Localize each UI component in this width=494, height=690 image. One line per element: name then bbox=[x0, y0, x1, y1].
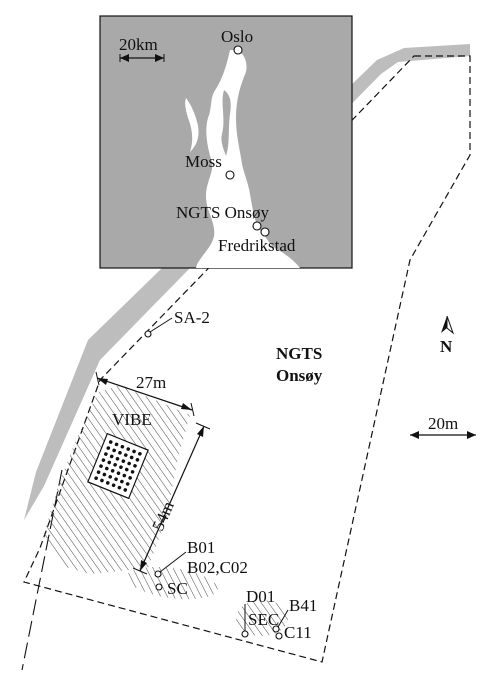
borehole-sa2 bbox=[144, 317, 173, 338]
inset-bay-left bbox=[185, 98, 199, 152]
vibe-test-point bbox=[138, 452, 142, 456]
borehole-label-b01: B01 bbox=[187, 538, 215, 557]
inset-scale-label: 20km bbox=[119, 35, 158, 54]
vibe-test-point bbox=[109, 454, 114, 459]
vibe-test-point bbox=[107, 460, 112, 465]
vibe-test-point bbox=[127, 461, 131, 466]
vibe-test-point bbox=[104, 452, 108, 456]
vibe-test-point bbox=[114, 442, 119, 447]
length-dimension bbox=[132, 422, 211, 575]
inset-fjord-water bbox=[196, 50, 300, 268]
inset-label-fredrikstad: Fredrikstad bbox=[218, 236, 296, 255]
vibe-dot-grid bbox=[87, 432, 149, 500]
site-title-line2: Onsøy bbox=[276, 366, 323, 385]
vibe-test-point bbox=[135, 458, 140, 462]
vibe-test-point bbox=[132, 449, 136, 454]
vibe-test-point bbox=[94, 476, 98, 480]
vibe-test-point bbox=[126, 447, 131, 451]
vibe-test-point bbox=[108, 440, 113, 444]
site-scale-label: 20m bbox=[428, 414, 458, 433]
borehole-label-sec: SEC bbox=[248, 610, 279, 629]
vibe-test-point bbox=[121, 459, 126, 463]
vibe-test-point bbox=[118, 450, 122, 455]
vibe-test-point bbox=[106, 446, 111, 450]
vibe-test-point bbox=[130, 470, 135, 474]
vibe-test-point bbox=[114, 477, 118, 482]
vibe-test-point bbox=[99, 464, 103, 468]
borehole-label-b02c02: B02,C02 bbox=[187, 558, 248, 577]
vibe-test-point bbox=[115, 456, 120, 461]
vibe-test-point bbox=[96, 470, 101, 474]
borehole-b41 bbox=[272, 609, 289, 633]
borehole-label-b41: B41 bbox=[289, 596, 317, 615]
vibe-test-point bbox=[122, 473, 127, 478]
vibe-test-point bbox=[129, 455, 134, 460]
sc-hatched-zone bbox=[126, 566, 218, 600]
borehole-d01 bbox=[241, 604, 249, 638]
borehole-c11 bbox=[275, 632, 283, 640]
vibe-test-point bbox=[105, 466, 109, 471]
site-title-line1: NGTS bbox=[276, 344, 322, 363]
vibe-test-point bbox=[133, 464, 137, 468]
vibe-test-point bbox=[110, 469, 115, 473]
vibe-test-point bbox=[113, 463, 117, 467]
vibe-test-point bbox=[123, 453, 128, 457]
vibe-test-point bbox=[101, 458, 106, 462]
vibe-test-point bbox=[108, 475, 113, 479]
vibe-test-point bbox=[111, 483, 116, 488]
width-dimension bbox=[95, 371, 195, 417]
borehole-label-d01: D01 bbox=[246, 587, 275, 606]
borehole-label-sc: SC bbox=[167, 579, 188, 598]
vibe-test-point bbox=[116, 471, 121, 476]
inset-inner-fjord bbox=[221, 90, 231, 156]
inset-map bbox=[99, 15, 353, 269]
width-dimension-label: 27m bbox=[136, 373, 166, 392]
vibe-test-point bbox=[128, 476, 132, 480]
vibe-test-point bbox=[100, 478, 104, 483]
borehole-label-sa2: SA-2 bbox=[174, 308, 210, 327]
vibe-test-point bbox=[120, 479, 124, 484]
borehole-b01 bbox=[154, 551, 187, 578]
inset-label-oslo: Oslo bbox=[221, 27, 253, 46]
vibe-test-point bbox=[125, 482, 130, 486]
vibe-test-point bbox=[105, 481, 110, 485]
north-label: N bbox=[440, 337, 453, 356]
site-scale-bar bbox=[410, 431, 476, 439]
vibe-test-point bbox=[124, 467, 129, 472]
north-arrow-icon bbox=[441, 315, 455, 335]
borehole-label-c11: C11 bbox=[284, 623, 312, 642]
vibe-test-point bbox=[119, 465, 123, 469]
inset-label-moss: Moss bbox=[185, 152, 222, 171]
inset-label-ngts-onsoy: NGTS Onsøy bbox=[176, 203, 270, 222]
vibe-test-point bbox=[120, 444, 125, 449]
vibe-test-point bbox=[123, 488, 128, 492]
vibe-label: VIBE bbox=[112, 410, 152, 429]
vibe-test-point bbox=[102, 472, 107, 477]
borehole-sc bbox=[155, 583, 163, 591]
vibe-test-point bbox=[117, 485, 122, 490]
vibe-test-point bbox=[112, 448, 116, 453]
